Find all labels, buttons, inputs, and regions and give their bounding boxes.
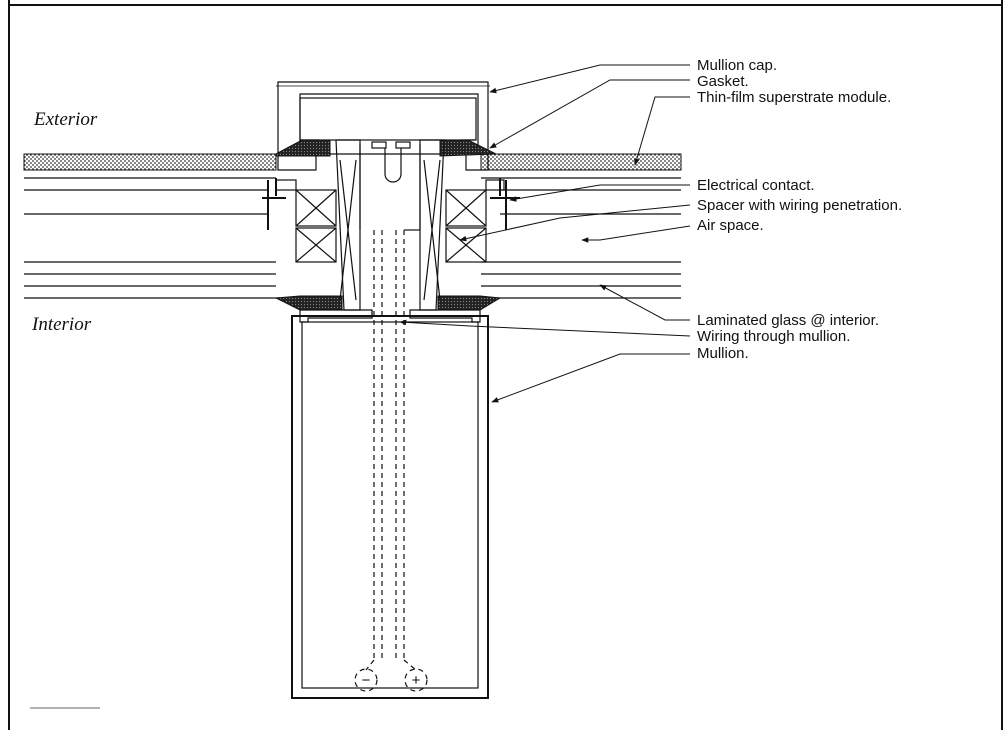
drawing-frame (8, 0, 1003, 730)
leader-lines (399, 64, 691, 403)
mullion-label: Mullion. (697, 345, 749, 362)
glass-layers (24, 177, 681, 299)
gasket (274, 139, 502, 311)
mullion-cap-label: Mullion cap. (697, 57, 777, 74)
gasket-label: Gasket. (697, 73, 749, 90)
exterior-label: Exterior (33, 109, 98, 130)
thin-film-label: Thin-film superstrate module. (697, 89, 891, 106)
wiring-label: Wiring through mullion. (697, 328, 850, 345)
air-space-label: Air space. (697, 217, 764, 234)
mullion-body (291, 309, 489, 699)
wiring (354, 229, 428, 692)
spacer-label: Spacer with wiring penetration. (697, 197, 902, 214)
thin-film-module (23, 153, 682, 171)
spacer-blocks (295, 139, 487, 311)
electrical-contact-label: Electrical contact. (697, 177, 815, 194)
minus-terminal-symbol: − (362, 672, 371, 689)
electrical-contact (262, 178, 520, 230)
laminated-glass-label: Laminated glass @ interior. (697, 312, 879, 329)
plus-terminal-symbol: + (412, 672, 421, 689)
interior-label: Interior (31, 314, 92, 335)
mullion-cap (276, 81, 490, 171)
